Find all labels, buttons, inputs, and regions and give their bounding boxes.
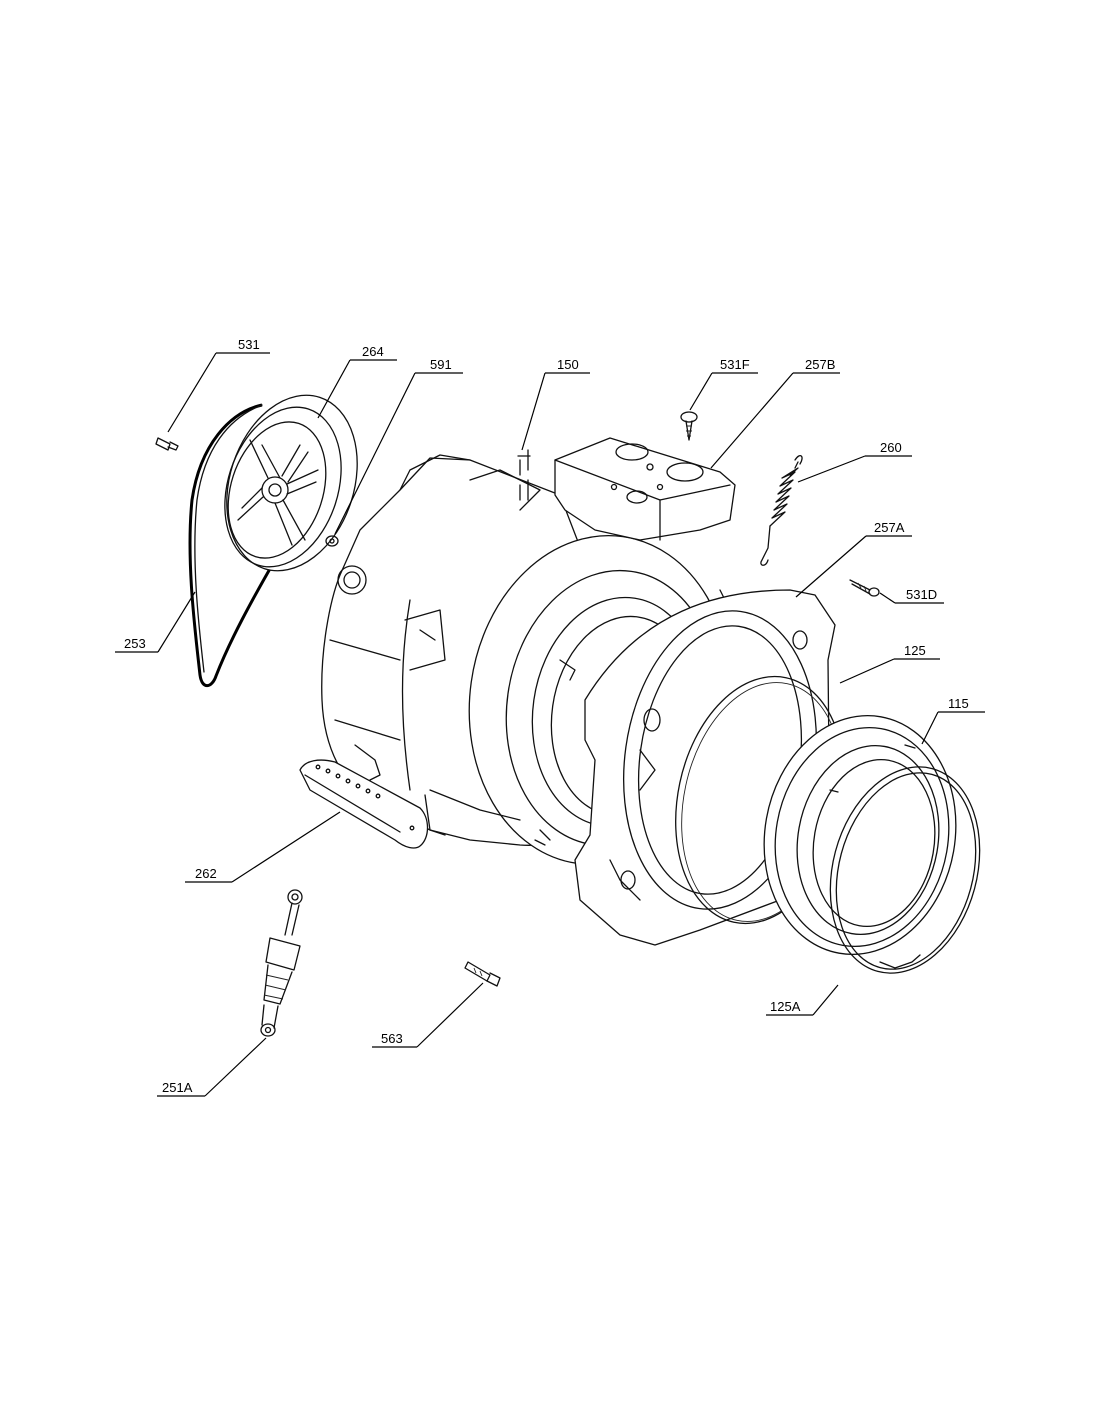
callout-260: 260 bbox=[880, 440, 902, 455]
part-531F-screw bbox=[680, 411, 698, 441]
callout-125A: 125A bbox=[770, 999, 801, 1014]
part-125A-seal-clamp bbox=[829, 766, 981, 974]
callout-563: 563 bbox=[381, 1031, 403, 1046]
callout-leaders bbox=[115, 352, 985, 1097]
callout-125: 125 bbox=[904, 643, 926, 658]
callout-531: 531 bbox=[238, 337, 260, 352]
part-264-pulley bbox=[224, 394, 358, 572]
part-115-door-seal bbox=[763, 715, 957, 955]
part-531D-screw bbox=[849, 579, 880, 597]
callout-264: 264 bbox=[362, 344, 384, 359]
part-253-drive-belt bbox=[188, 403, 277, 688]
part-563-bolt bbox=[464, 961, 501, 987]
callout-591: 591 bbox=[430, 357, 452, 372]
callout-531D: 531D bbox=[906, 587, 937, 602]
part-257B-counterweight bbox=[554, 437, 736, 541]
callout-531F: 531F bbox=[720, 357, 750, 372]
callout-257B: 257B bbox=[805, 357, 835, 372]
part-260-spring bbox=[760, 455, 803, 566]
part-262-drum-paddle bbox=[299, 759, 429, 849]
part-531-screw bbox=[155, 437, 179, 451]
part-251A-shock-absorber bbox=[260, 889, 303, 1037]
part-591-washer bbox=[325, 535, 339, 547]
callout-251A: 251A bbox=[162, 1080, 193, 1095]
callout-262: 262 bbox=[195, 866, 217, 881]
callout-150: 150 bbox=[557, 357, 579, 372]
callout-115: 115 bbox=[948, 696, 969, 711]
callout-253: 253 bbox=[124, 636, 146, 651]
callout-257A: 257A bbox=[874, 520, 905, 535]
